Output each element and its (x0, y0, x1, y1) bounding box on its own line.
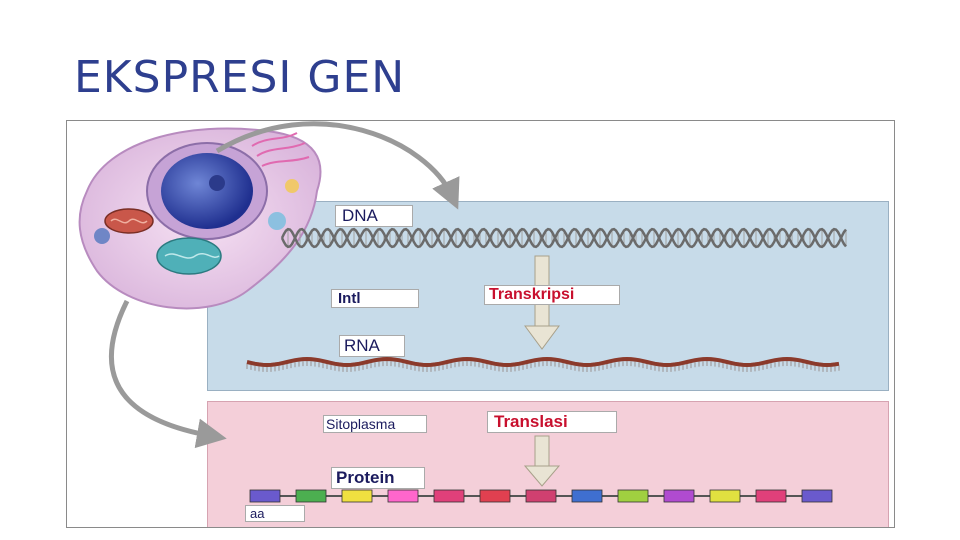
translation-arrow (523, 435, 561, 487)
rna-backbone (246, 356, 840, 368)
amino-acid-block (755, 489, 787, 503)
aa-label: aa (245, 505, 305, 522)
dna-helix (280, 227, 847, 249)
amino-acid-block (479, 489, 511, 503)
cytoplasm-arrow (108, 299, 227, 449)
amino-acid-block (525, 489, 557, 503)
amino-acid-block (341, 489, 373, 503)
cell-illustration (78, 127, 322, 310)
amino-acid-block (433, 489, 465, 503)
transkripsi-label: Transkripsi (484, 285, 620, 305)
amino-acid-block (249, 489, 281, 503)
protein-label: Protein (331, 467, 425, 489)
rna-label: RNA (339, 335, 405, 357)
protein-chain (249, 489, 833, 503)
intl-label: Intl (331, 289, 419, 308)
nucleus-arrow (215, 121, 460, 210)
amino-acid-block (571, 489, 603, 503)
amino-acid-block (295, 489, 327, 503)
dna-strand (280, 227, 847, 249)
dna-label: DNA (335, 205, 413, 227)
page-title: EKSPRESI GEN (74, 52, 406, 103)
diagram-graphics (78, 121, 847, 503)
rna-strand (246, 356, 840, 372)
amino-acid-block (801, 489, 833, 503)
amino-acid-block (387, 489, 419, 503)
amino-acid-block (663, 489, 695, 503)
gene-expression-diagram: DNA Intl Transkripsi RNA Sitoplasma Tran… (66, 120, 895, 528)
translasi-label: Translasi (487, 411, 617, 433)
amino-acid-block (617, 489, 649, 503)
dna-strand (280, 227, 847, 249)
sitoplasma-label: Sitoplasma (323, 415, 427, 433)
amino-acid-block (709, 489, 741, 503)
